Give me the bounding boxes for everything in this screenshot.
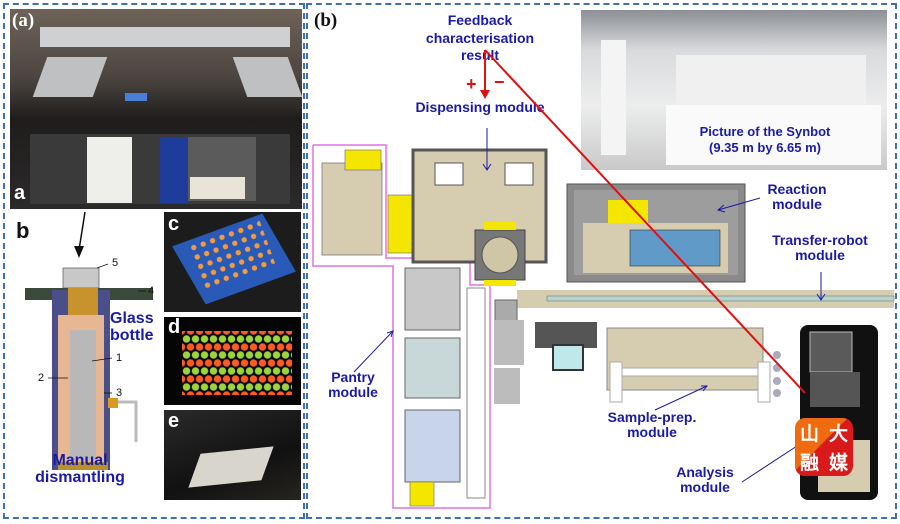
sampleprep-module bbox=[606, 327, 764, 391]
watermark-char-1: 山 bbox=[799, 423, 819, 445]
reaction-module-label: Reaction module bbox=[767, 181, 827, 212]
photo-c-label: c bbox=[168, 213, 180, 235]
display-screen bbox=[125, 93, 147, 101]
carousel-yellow-top bbox=[484, 222, 516, 230]
analysis-arrow bbox=[741, 445, 798, 483]
photo-a-workstation bbox=[10, 9, 302, 209]
photo-a-label: a bbox=[14, 182, 26, 204]
gray-box-1 bbox=[494, 320, 524, 365]
arrow-photo-to-bottle bbox=[78, 211, 86, 251]
dispensing-module-label: Dispensing module bbox=[415, 99, 545, 115]
manual-dismantling-caption: Manual dismantling bbox=[35, 452, 125, 486]
arrow-head bbox=[74, 246, 84, 258]
reaction-arrow bbox=[717, 197, 761, 211]
part-number-1: 1 bbox=[116, 352, 123, 364]
part-number-4: 4 bbox=[148, 285, 155, 297]
analysis-instrument-mid bbox=[810, 372, 860, 407]
watermark-char-3: 融 bbox=[799, 452, 819, 474]
feedback-arrow-head bbox=[480, 90, 490, 99]
reaction-rack bbox=[629, 229, 721, 267]
transfer-robot-module-label: Transfer-robot module bbox=[772, 232, 868, 263]
photo-e-label: e bbox=[168, 410, 180, 432]
photo-d-fluorescent-plate bbox=[164, 317, 301, 405]
panel-a-label: (a) bbox=[12, 10, 35, 31]
gantry-frame bbox=[40, 27, 290, 47]
photo-e-plate-stage bbox=[164, 410, 301, 500]
pantry-arrow bbox=[353, 330, 394, 373]
panel-b-border bbox=[306, 3, 897, 519]
dispensing-station-right bbox=[504, 162, 534, 186]
panel-a-border bbox=[3, 3, 305, 519]
synbot-photo bbox=[581, 10, 887, 170]
glass-bottle-caption: Glass bottle bbox=[110, 310, 154, 344]
glass-bottle bbox=[70, 330, 96, 460]
pantry-yellow-top bbox=[344, 149, 382, 171]
balance-display bbox=[190, 177, 245, 199]
tray-holder bbox=[552, 344, 584, 371]
part-number-2: 2 bbox=[38, 372, 45, 384]
synbot-photo-caption: Picture of the Synbot (9.35 m by 6.65 m) bbox=[699, 124, 831, 156]
sampleprep-post-left bbox=[609, 361, 623, 403]
watermark-char-4: 媒 bbox=[828, 452, 848, 474]
watermark-logo: 山 大 融 媒 bbox=[795, 418, 853, 476]
part-number-3: 3 bbox=[116, 387, 123, 399]
carousel bbox=[481, 236, 519, 274]
dispensing-station-left bbox=[434, 162, 464, 186]
analysis-instrument-top bbox=[809, 331, 853, 373]
minus-sign: − bbox=[494, 72, 505, 92]
sample-prep-module-label: Sample-prep. module bbox=[607, 409, 697, 440]
synbot-tower bbox=[601, 40, 626, 155]
feedback-label: Feedback characterisation result bbox=[425, 12, 535, 63]
sampleprep-bar bbox=[611, 367, 763, 377]
grid-rack bbox=[535, 322, 597, 348]
feedback-line bbox=[484, 49, 806, 394]
analysis-module-label: Analysis module bbox=[676, 464, 734, 495]
transfer-track bbox=[546, 295, 895, 302]
synbot-body bbox=[676, 55, 866, 110]
yellow-loader bbox=[387, 194, 413, 254]
side-tube bbox=[118, 400, 138, 442]
side-port bbox=[108, 398, 118, 408]
sampleprep-arrow bbox=[654, 385, 708, 411]
pantry-rail bbox=[466, 287, 486, 499]
sampleprep-post-right bbox=[757, 361, 771, 403]
diagram-b-label: b bbox=[16, 218, 30, 243]
blue-rack bbox=[160, 137, 188, 203]
carousel-yellow-bottom bbox=[484, 280, 516, 286]
plus-sign: + bbox=[466, 74, 477, 94]
pantry-drawer-3 bbox=[404, 409, 461, 483]
pantry-yellow-bin bbox=[409, 481, 435, 507]
bottle-thread bbox=[68, 288, 98, 316]
gray-box-2 bbox=[494, 368, 520, 404]
white-rack bbox=[87, 137, 132, 203]
pantry-module-label: Pantry module bbox=[328, 369, 378, 400]
photo-c-vial-rack bbox=[164, 212, 301, 312]
pantry-cabinet bbox=[321, 162, 383, 256]
pantry-drawer-2 bbox=[404, 337, 461, 399]
fluorescent-wells bbox=[182, 331, 292, 395]
photo-d-label: d bbox=[168, 316, 181, 338]
panel-b-label: (b) bbox=[314, 10, 338, 31]
pantry-drawer-1 bbox=[404, 267, 461, 331]
part-number-5: 5 bbox=[112, 257, 119, 269]
watermark-char-2: 大 bbox=[828, 423, 848, 445]
bottle-base bbox=[58, 462, 108, 470]
synbot-counter bbox=[666, 105, 881, 165]
